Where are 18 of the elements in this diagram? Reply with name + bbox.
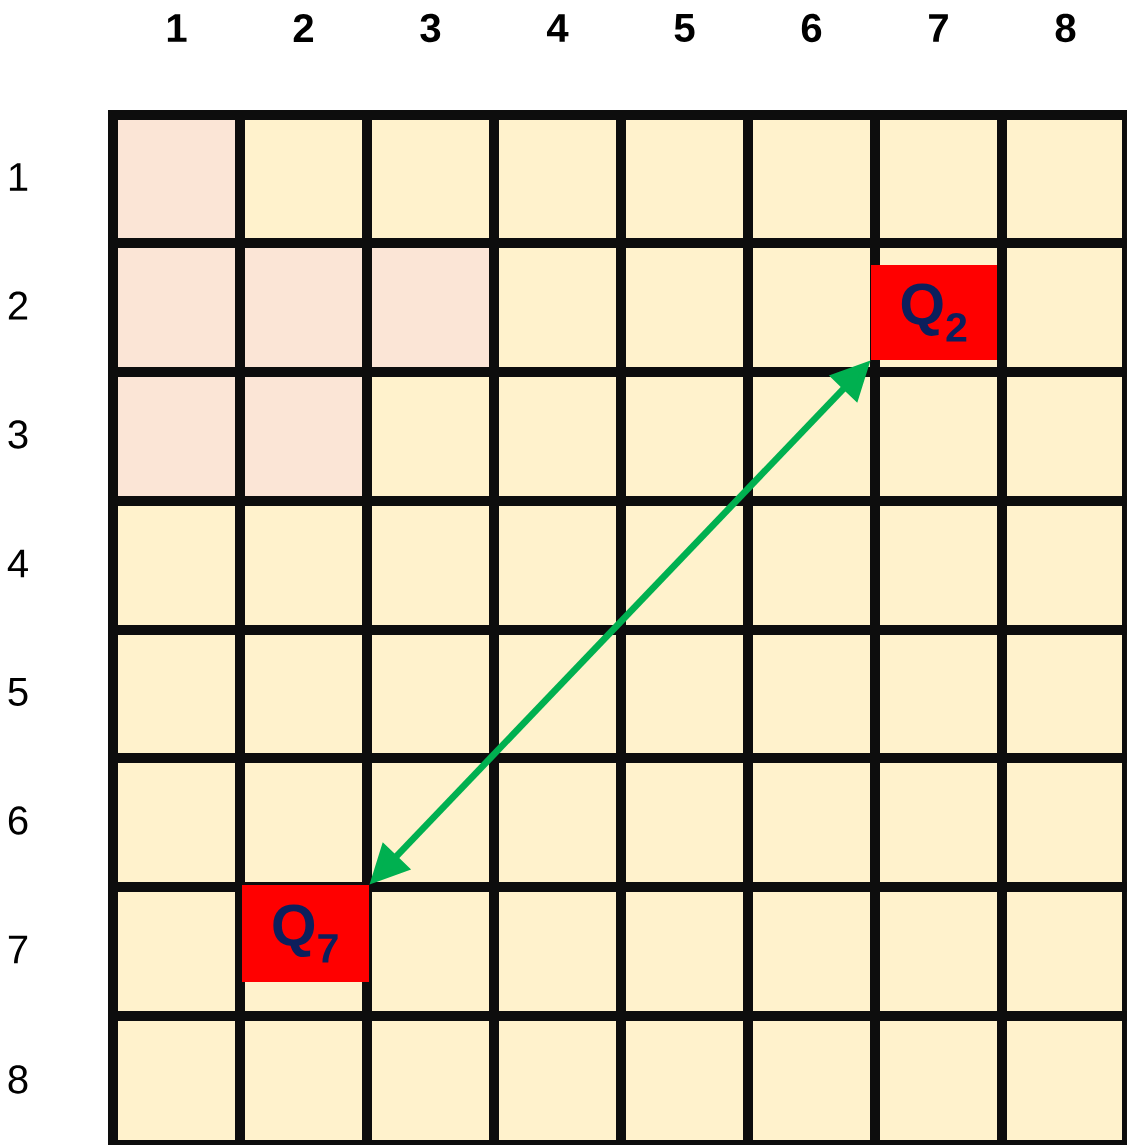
row-number: 7 bbox=[8, 935, 28, 964]
row-number: 3 bbox=[8, 420, 28, 449]
queen-square: Q$_{2}$ bbox=[871, 265, 997, 360]
row-number: 1 bbox=[9, 163, 28, 191]
column-number: 5 bbox=[674, 14, 695, 42]
row-number: 5 bbox=[8, 678, 28, 706]
column-number: 3 bbox=[420, 13, 441, 43]
column-number: 4 bbox=[547, 14, 569, 42]
column-number: 1 bbox=[167, 14, 187, 42]
column-number: 2 bbox=[293, 14, 313, 42]
row-number: 6 bbox=[8, 806, 28, 835]
column-number: 6 bbox=[801, 13, 822, 43]
column-number: 7 bbox=[929, 14, 948, 42]
column-number: 8 bbox=[1055, 13, 1076, 43]
queen-square: Q$_{7}$ bbox=[242, 885, 369, 982]
row-number: 8 bbox=[8, 1065, 28, 1094]
row-number: 2 bbox=[8, 291, 28, 320]
row-number: 4 bbox=[7, 549, 28, 578]
